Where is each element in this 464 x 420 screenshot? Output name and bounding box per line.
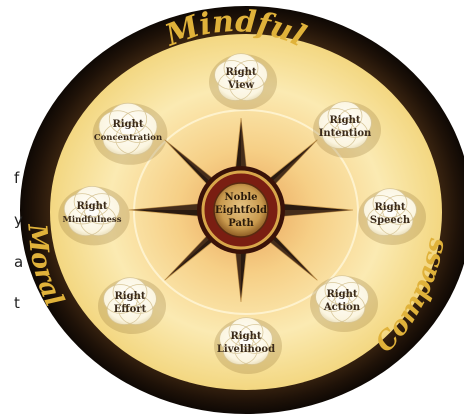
side-text-fragment: y: [14, 210, 23, 230]
petal-label-line1: Right: [231, 331, 262, 342]
center-line-1: Noble: [225, 192, 258, 203]
petal-label-line1: Right: [330, 115, 361, 126]
petal-label-line1: Right: [375, 202, 406, 213]
center-line-3: Path: [228, 218, 254, 229]
side-text-fragment: t: [14, 293, 20, 313]
petal-label-line2: Speech: [370, 215, 411, 226]
petal-label-line2: View: [227, 80, 255, 91]
petal-label-line2: Effort: [114, 304, 147, 315]
petal-label-line1: Right: [327, 289, 358, 300]
petal-label-line1: Right: [115, 291, 146, 302]
center-line-2: Eightfold: [215, 205, 267, 216]
petal-label-line2: Intention: [319, 128, 372, 139]
side-text-fragment: f: [14, 168, 19, 188]
petal-label-line1: Right: [113, 119, 144, 130]
center-hub: Noble Eightfold Path: [197, 166, 285, 254]
side-text-fragment: a: [14, 252, 23, 272]
petal-label-line2: Livelihood: [217, 344, 275, 355]
petal-label-line2: Concentration: [94, 133, 162, 143]
petal-label-line2: Action: [323, 302, 361, 313]
petal-label-line1: Right: [77, 201, 108, 212]
petal-label-line1: Right: [226, 67, 257, 78]
petal-label-line2: Mindfulness: [63, 215, 122, 225]
